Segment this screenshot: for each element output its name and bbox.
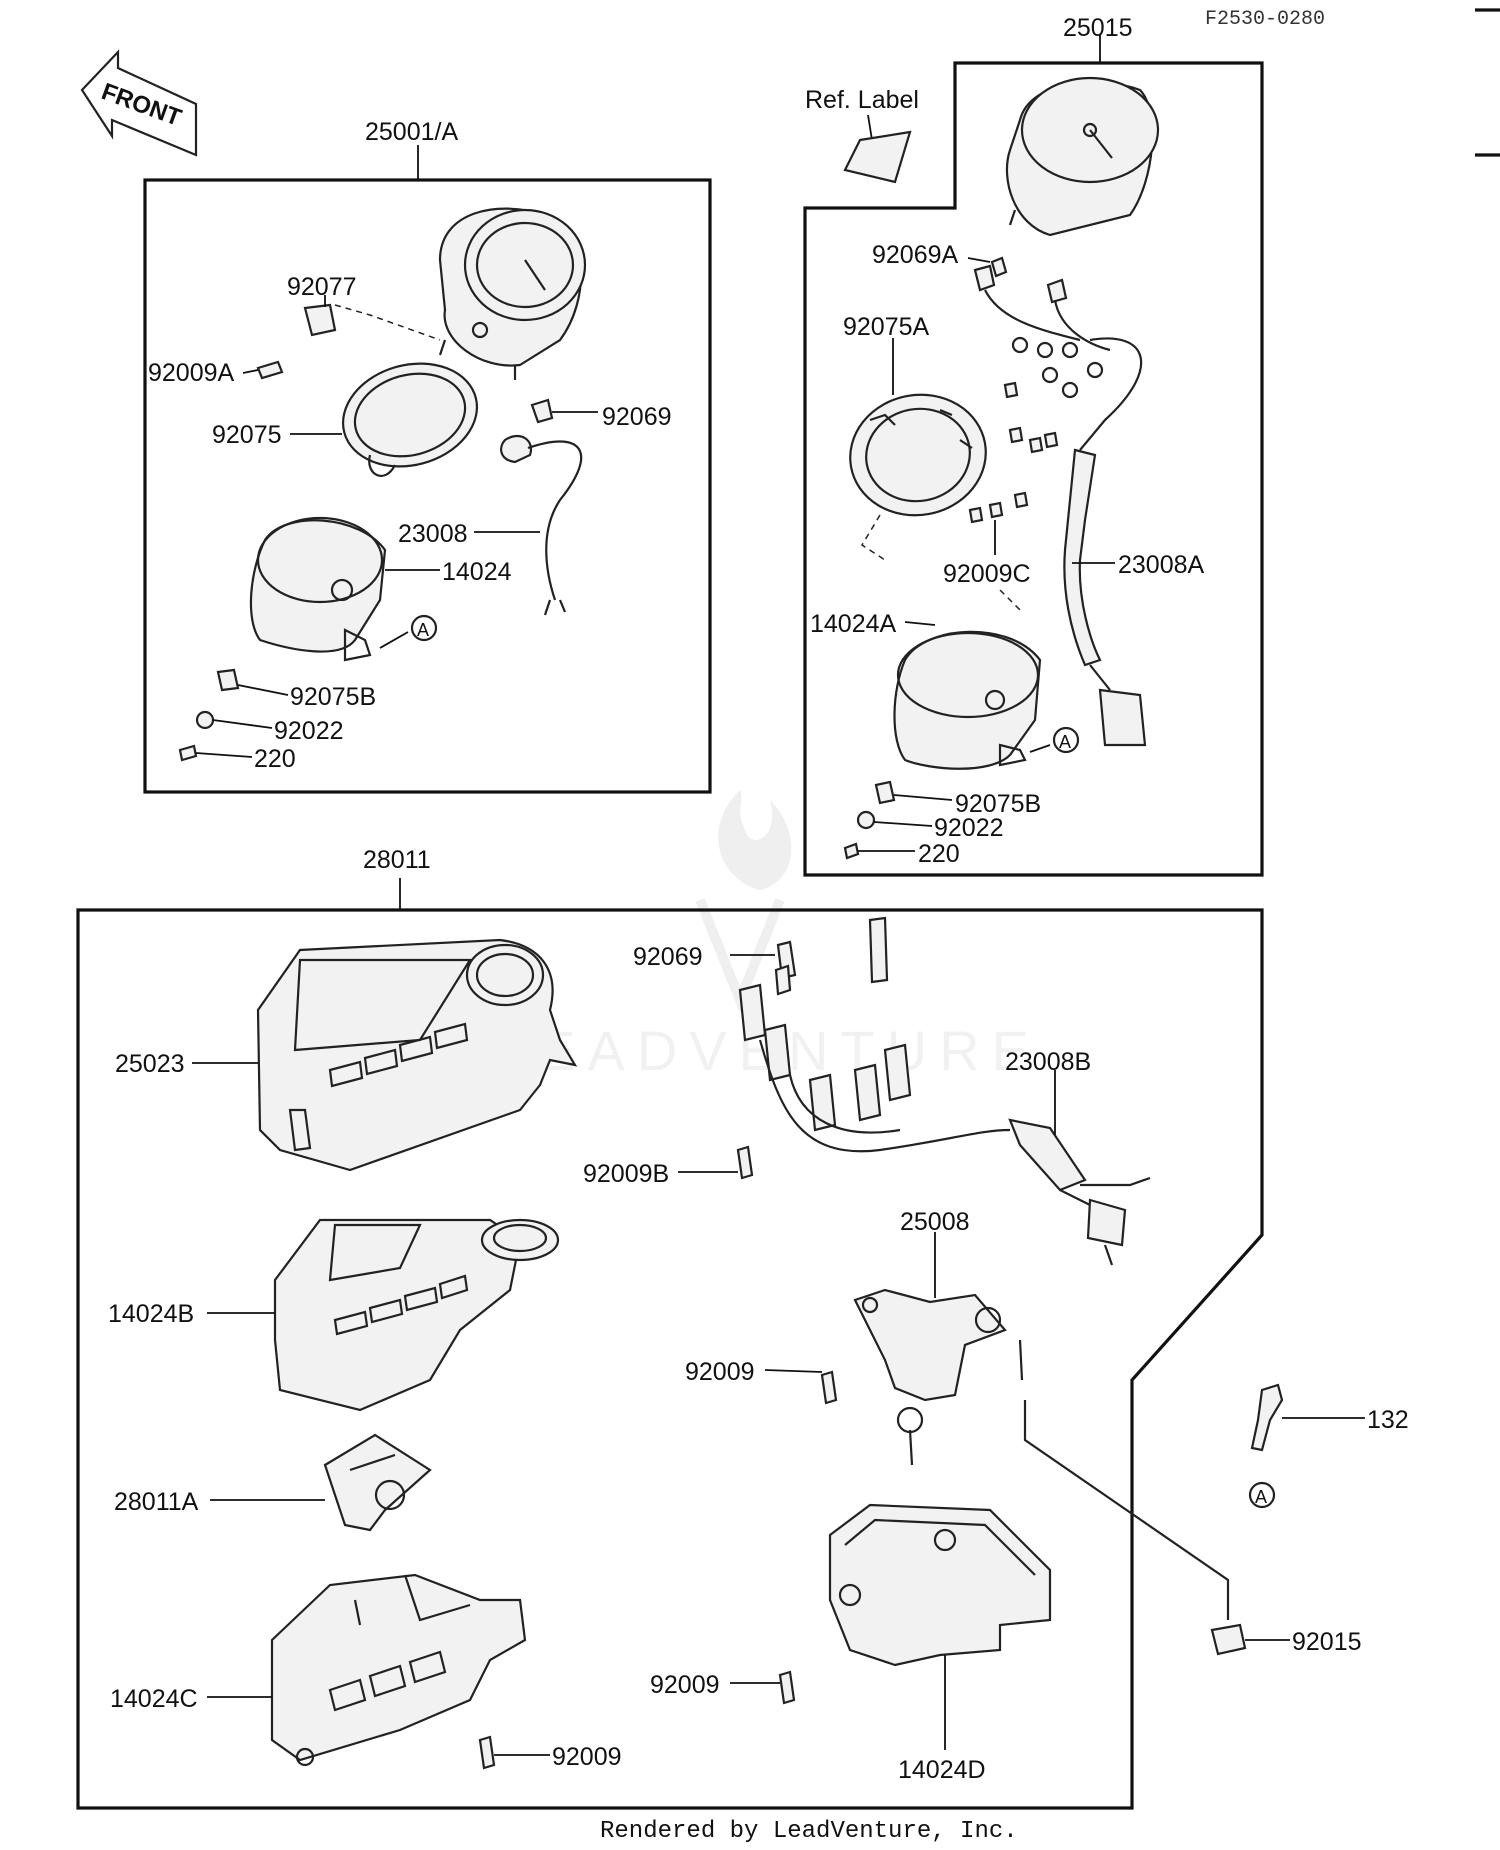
part-label-14024B: 14024B (108, 1300, 194, 1328)
leader-line (195, 752, 253, 758)
part-label-92075A: 92075A (843, 313, 930, 341)
leader-line (237, 684, 289, 696)
callout-a-label: A (417, 620, 429, 640)
group-box-28011 (76, 908, 1264, 1810)
assembly-dashline (334, 304, 441, 341)
callout-a-label: A (1255, 1487, 1267, 1507)
screw-92009-b (778, 1670, 796, 1705)
bulb-92069 (530, 398, 554, 424)
nut-92015 (1210, 1623, 1247, 1656)
callout-a-marker: A (1029, 726, 1080, 754)
indicator-28011A (323, 1433, 432, 1532)
wire-harness-23008A (973, 264, 1147, 747)
part-label-92009A: 92009A (148, 359, 235, 387)
meter-case-14024B (273, 1218, 560, 1412)
screw-92009-c (478, 1735, 496, 1770)
ref-label-text: Ref. Label (805, 86, 919, 114)
gauge-ring-92075 (341, 362, 479, 477)
part-label-25023: 25023 (115, 1050, 185, 1078)
bulb-92069A (990, 256, 1008, 278)
part-label-92009-c: 92009 (552, 1743, 622, 1771)
washer-92022-tr (856, 810, 876, 830)
grommet-92075B-tl (216, 668, 240, 692)
wire-harness-23008B (738, 916, 1151, 1266)
bolt-132 (1250, 1383, 1284, 1452)
speedometer-gauge (438, 207, 587, 380)
group-box-25015 (803, 61, 1264, 877)
bolt-220-tr (843, 842, 860, 860)
cover-14024D (828, 1503, 1052, 1667)
grommet-92075B-tr (874, 780, 896, 805)
gauge-case-14024A (893, 630, 1042, 770)
part-label-92075: 92075 (212, 421, 282, 449)
part-label-14024D: 14024D (898, 1756, 986, 1784)
ref-label-sticker (843, 130, 912, 184)
bracket-25008 (853, 1288, 1024, 1466)
washer-92022-tl (195, 710, 215, 730)
part-label-220-tr: 220 (918, 840, 960, 868)
front-arrow-icon: FRONT (80, 49, 198, 157)
gauge-ring-92075A (849, 393, 987, 517)
leader-line (893, 794, 953, 801)
screw-92009B (736, 1145, 754, 1180)
group-label-28011: 28011 (363, 846, 431, 874)
part-label-92015: 92015 (1292, 1628, 1362, 1656)
part-label-92069: 92069 (602, 403, 672, 431)
part-label-92009-b: 92009 (650, 1671, 720, 1699)
part-label-92022-tr: 92022 (934, 814, 1004, 842)
bulb-socket-92077 (303, 303, 337, 337)
group-label-25001: 25001/A (365, 118, 458, 146)
part-label-23008B: 23008B (1005, 1048, 1091, 1076)
leader-line (242, 369, 259, 374)
part-label-25008: 25008 (900, 1208, 970, 1236)
callout-a-label: A (1059, 732, 1071, 752)
tachometer-gauge (1005, 76, 1160, 237)
part-label-132: 132 (1367, 1406, 1409, 1434)
gauge-case-14024 (249, 516, 387, 662)
part-label-92022-tl: 92022 (274, 717, 344, 745)
part-label-23008A: 23008A (1118, 551, 1205, 579)
part-label-14024: 14024 (442, 558, 512, 586)
footer-credit: Rendered by LeadVenture, Inc. (600, 1818, 1018, 1845)
part-label-23008: 23008 (398, 520, 468, 548)
assembly-dashline (860, 514, 886, 561)
part-label-14024C: 14024C (110, 1685, 198, 1713)
part-label-28011A: 28011A (114, 1488, 199, 1516)
part-label-92075B-tl: 92075B (290, 683, 376, 711)
part-label-92069A: 92069A (872, 241, 959, 269)
leader-line (867, 114, 873, 141)
callout-a-marker: A (1248, 1481, 1276, 1509)
part-label-92075B-tr: 92075B (955, 790, 1041, 818)
wire-harness-23008 (500, 434, 583, 616)
lower-case-14024C (270, 1573, 527, 1767)
assembly-leader (1023, 1400, 1230, 1620)
leader-line (904, 621, 936, 626)
group-box-25001 (143, 178, 712, 794)
part-label-92069-b: 92069 (633, 943, 703, 971)
bolt-220-tl (178, 744, 198, 762)
leader-line (764, 1369, 823, 1373)
diagram-ref-code: F2530-0280 (1205, 8, 1325, 31)
group-label-25015: 25015 (1063, 14, 1133, 42)
part-label-92009-a: 92009 (685, 1358, 755, 1386)
part-label-92009C: 92009C (943, 560, 1031, 588)
part-label-92009B: 92009B (583, 1160, 669, 1188)
screw-92009A (256, 360, 284, 380)
assembly-dashline (999, 589, 1021, 611)
part-label-220-tl: 220 (254, 745, 296, 773)
screw-92009-a (820, 1370, 838, 1405)
part-label-92077: 92077 (287, 273, 357, 301)
meter-housing-25023 (256, 938, 578, 1172)
part-label-14024A: 14024A (810, 610, 897, 638)
bulb-92069-b (774, 964, 792, 996)
leader-line (967, 257, 991, 263)
leader-line (873, 821, 933, 827)
callout-a-marker: A (379, 614, 438, 649)
screws-92009C (968, 381, 1059, 524)
leader-line (212, 719, 273, 729)
